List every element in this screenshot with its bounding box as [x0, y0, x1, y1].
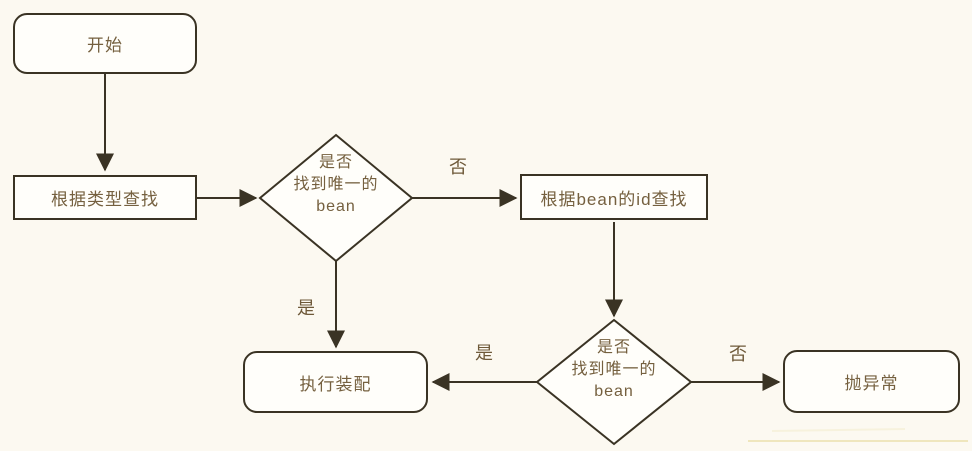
node-find-by-id: 根据bean的id查找 — [520, 174, 708, 220]
edge-label-id-yes: 是 — [475, 343, 493, 363]
node-find-by-type: 根据类型查找 — [13, 175, 197, 220]
decision-type-label: 是否 找到唯一的 bean — [293, 154, 379, 215]
node-start: 开始 — [13, 13, 197, 74]
edge-label-id-no: 否 — [729, 344, 747, 364]
decision-id-label: 是否 找到唯一的 bean — [571, 339, 657, 400]
edge-label-type-yes: 是 — [297, 298, 315, 318]
node-execute-assembly: 执行装配 — [243, 351, 428, 413]
node-throw-exception: 抛异常 — [783, 350, 960, 413]
decision-type-diamond — [258, 133, 414, 263]
decision-id-diamond — [535, 318, 693, 446]
edge-label-type-no: 否 — [449, 157, 467, 177]
faint-smudge — [771, 428, 906, 432]
